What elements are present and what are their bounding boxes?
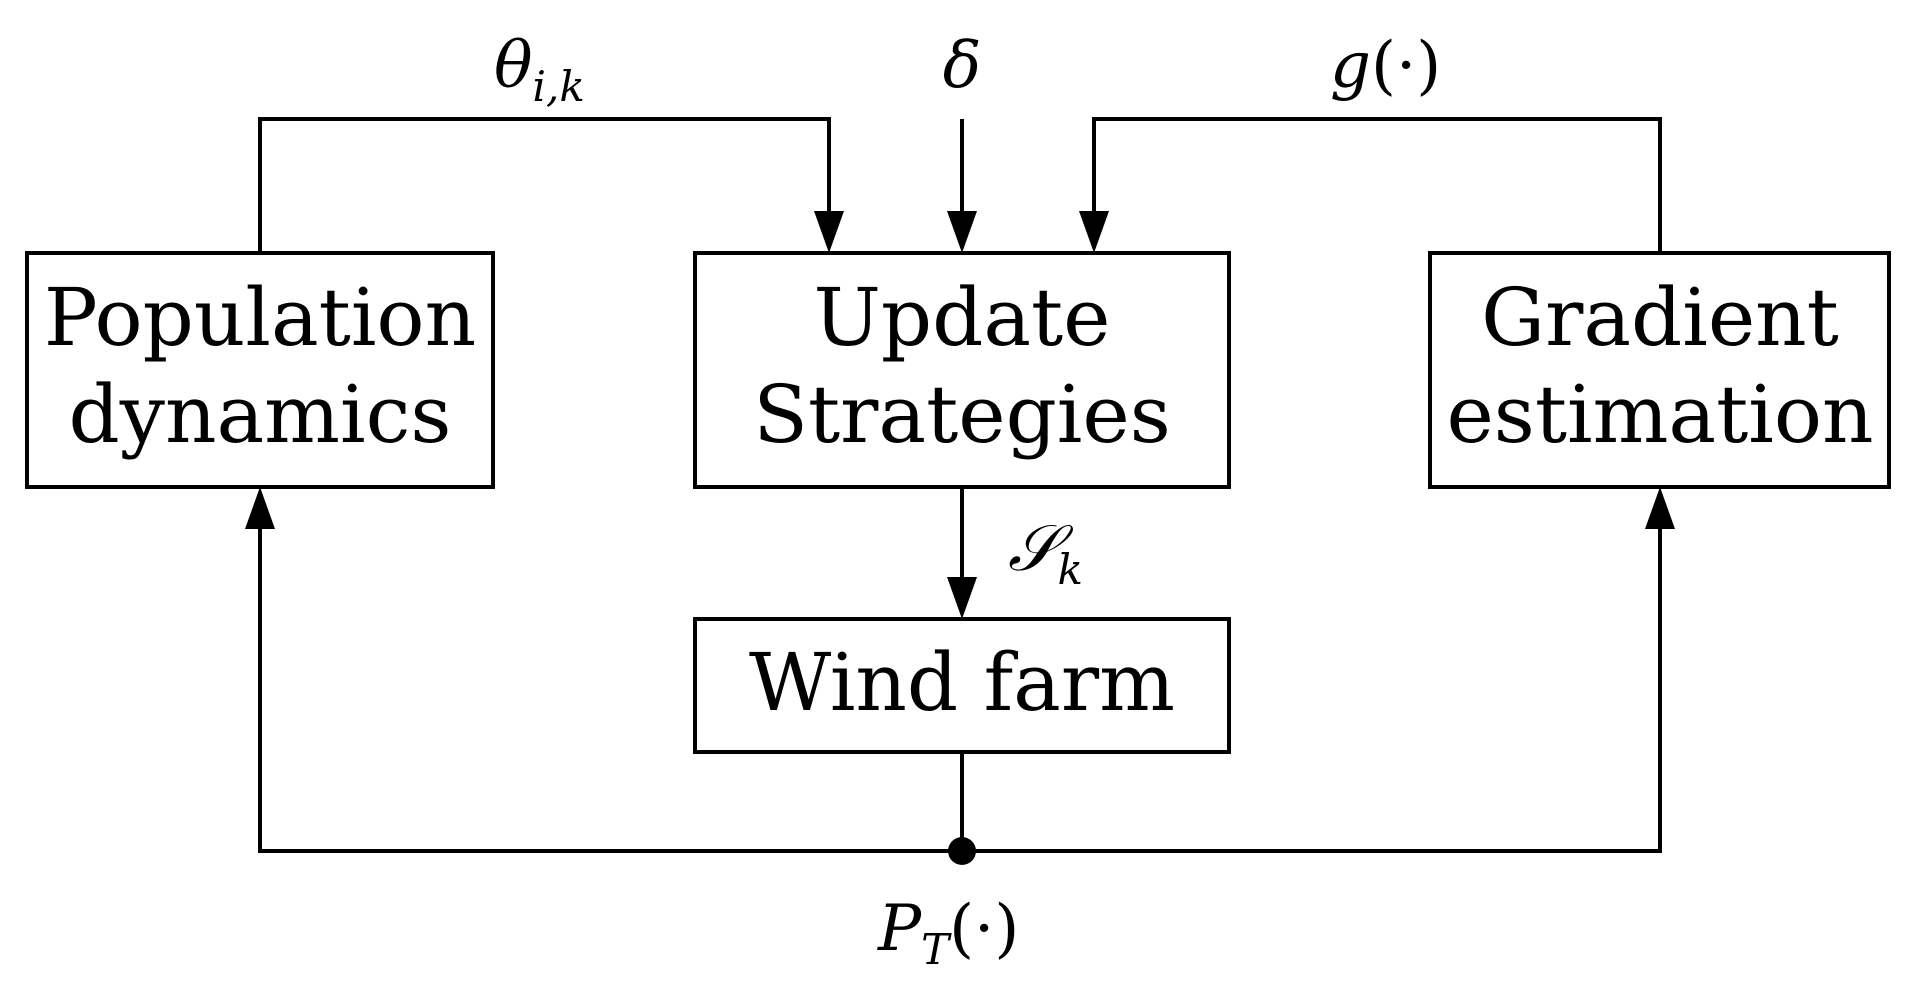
theta-symbol: θ	[494, 29, 533, 103]
g-label: g(·)	[1330, 29, 1441, 103]
update-strategies-box	[693, 251, 1231, 489]
g-symbol: g	[1330, 29, 1371, 103]
s-subscript: k	[1058, 545, 1083, 594]
p-args: (·)	[949, 892, 1019, 966]
population-dynamics-label-line2: dynamics	[69, 368, 452, 461]
wind-farm-block: Wind farm	[693, 617, 1231, 754]
p-label: PT(·)	[877, 892, 1019, 974]
gradient-estimation-label-line1: Gradient	[1481, 271, 1839, 364]
update-strategies-label-line2: Strategies	[753, 368, 1171, 461]
s-arrowhead	[947, 577, 977, 619]
g-args: (·)	[1371, 29, 1441, 103]
junction-dot	[948, 837, 976, 865]
p-subscript: T	[921, 925, 952, 974]
theta-wire	[258, 117, 831, 253]
update-strategies-label-line1: Update	[813, 271, 1110, 364]
feedback-gradient-arrowhead	[1645, 487, 1675, 529]
population-dynamics-label-line1: Population	[44, 271, 476, 364]
wind-farm-box	[693, 617, 1231, 754]
gradient-estimation-block: Gradient estimation	[1428, 251, 1891, 489]
theta-arrowhead	[814, 211, 844, 253]
theta-subscript: i,k	[533, 62, 585, 111]
update-strategies-block: Update Strategies	[693, 251, 1231, 489]
population-dynamics-block: Population dynamics	[25, 251, 495, 489]
feedback-population-arrowhead	[245, 487, 275, 529]
population-dynamics-box	[25, 251, 495, 489]
gradient-estimation-label-line2: estimation	[1446, 368, 1873, 461]
delta-arrowhead	[947, 211, 977, 253]
theta-label: θi,k	[494, 29, 585, 111]
wind-farm-label: Wind farm	[749, 636, 1175, 729]
p-symbol: P	[877, 892, 922, 966]
delta-label: δ	[943, 29, 982, 103]
g-wire	[1092, 117, 1662, 253]
s-label: 𝒮k	[1008, 512, 1083, 594]
g-arrowhead	[1079, 211, 1109, 253]
